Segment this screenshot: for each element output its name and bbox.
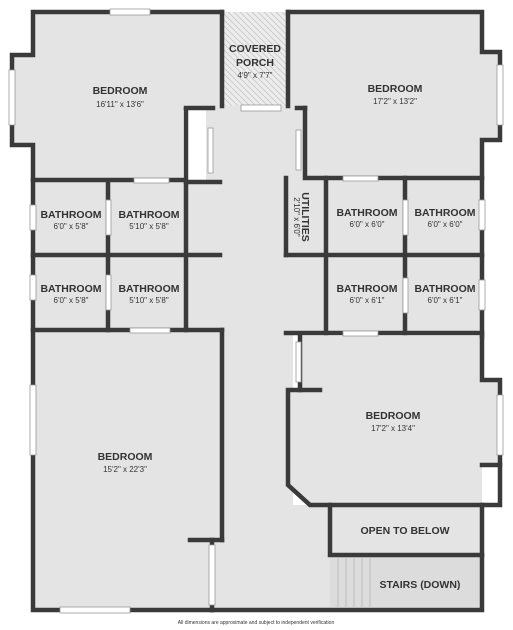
bathroom-1-name: BATHROOM — [40, 209, 101, 221]
bathroom-5-name: BATHROOM — [40, 283, 101, 295]
bedroom-nw-dims: 16'11" x 13'6" — [96, 100, 144, 109]
room-labels: BEDROOM 16'11" x 13'6" COVERED PORCH 4'9… — [40, 43, 475, 626]
bedroom-se-dims: 17'2" x 13'4" — [371, 424, 415, 433]
bathroom-8-name: BATHROOM — [414, 283, 475, 295]
bathroom-6-name: BATHROOM — [118, 283, 179, 295]
bathroom-4-dims: 6'0" x 6'0" — [428, 220, 463, 229]
covered-porch-name-line1: COVERED — [229, 43, 281, 55]
open-to-below-label: OPEN TO BELOW — [360, 525, 449, 537]
bedroom-sw-dims: 15'2" x 22'3" — [103, 465, 147, 474]
bathroom-4-name: BATHROOM — [414, 207, 475, 219]
footer-note: All dimensions are approximate and subje… — [178, 620, 335, 626]
stairs-label: STAIRS (DOWN) — [380, 579, 461, 591]
bedroom-se-name: BEDROOM — [366, 410, 421, 422]
covered-porch-name-line2: PORCH — [236, 57, 274, 69]
stairs-floor — [330, 557, 482, 607]
bathroom-1-dims: 6'0" x 5'8" — [54, 222, 89, 231]
window-openings — [8, 8, 504, 614]
covered-porch-dims: 4'9" x 7'7" — [238, 71, 273, 80]
bedroom-nw-name: BEDROOM — [93, 85, 148, 97]
bathroom-3-dims: 6'0" x 6'0" — [350, 220, 385, 229]
bedroom-ne-dims: 17'2" x 13'2" — [373, 97, 417, 106]
utilities-dims: 2'10" x 6'0" — [292, 197, 301, 237]
bathroom-3-name: BATHROOM — [336, 207, 397, 219]
walls — [9, 9, 503, 613]
bathroom-2-name: BATHROOM — [118, 209, 179, 221]
bathroom-6-dims: 5'10" x 5'8" — [129, 296, 169, 305]
stairs-treads — [337, 558, 371, 607]
bathroom-5-dims: 6'0" x 5'8" — [54, 296, 89, 305]
utilities-name: UTILITIES — [299, 192, 311, 242]
covered-porch-floor — [224, 12, 286, 106]
bedroom-ne-name: BEDROOM — [368, 83, 423, 95]
bathroom-2-dims: 5'10" x 5'8" — [129, 222, 169, 231]
bathroom-7-name: BATHROOM — [336, 283, 397, 295]
bedroom-sw-name: BEDROOM — [98, 451, 153, 463]
door-openings — [105, 104, 409, 606]
bathroom-7-dims: 6'0" x 6'1" — [350, 296, 385, 305]
bathroom-8-dims: 6'0" x 6'1" — [428, 296, 463, 305]
